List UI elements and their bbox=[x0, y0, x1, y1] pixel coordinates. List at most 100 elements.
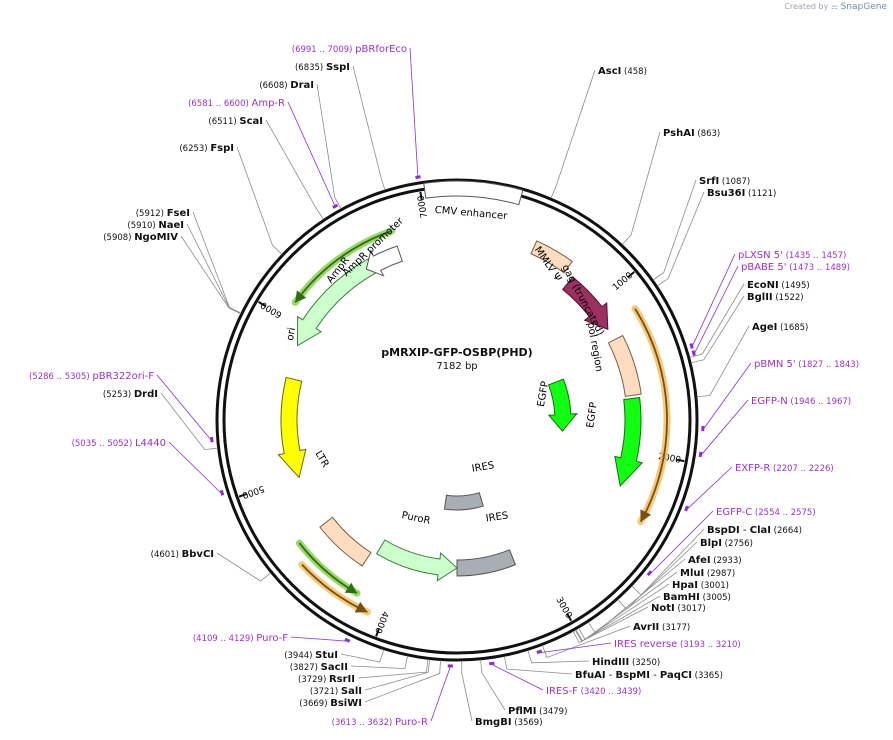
site-label: (6835) SspI bbox=[295, 62, 350, 73]
primer-range: (3613 .. 3632) bbox=[332, 718, 395, 728]
primer-label: EXFP-R (2207 .. 2226) bbox=[735, 463, 834, 474]
site-label: EcoNI (1495) bbox=[747, 280, 810, 291]
site-label: SrfI (1087) bbox=[699, 176, 750, 187]
site-name: MluI bbox=[680, 568, 704, 579]
primer-label: (6581 .. 6600) Amp-R bbox=[188, 98, 285, 109]
site-name: EcoNI bbox=[747, 280, 779, 291]
primer-label: EGFP-N (1946 .. 1967) bbox=[751, 396, 851, 407]
site-name: NotI bbox=[651, 603, 675, 614]
site-position: (6608) bbox=[259, 81, 290, 91]
ires-outer-label: IRES bbox=[485, 510, 509, 524]
site-separator: - bbox=[740, 525, 750, 536]
site-label: (5912) FseI bbox=[136, 208, 190, 219]
site-leader bbox=[316, 83, 342, 209]
orf-track-glow bbox=[298, 561, 371, 616]
primer-name: pLXSN 5' bbox=[738, 250, 783, 261]
site-position: (3827) bbox=[290, 663, 321, 673]
site-position: (6511) bbox=[208, 117, 239, 127]
site-position: (3479) bbox=[536, 707, 567, 717]
site-label: HpaI (3001) bbox=[672, 580, 729, 591]
site-name: AscI bbox=[598, 66, 621, 77]
orf-track-arrowhead bbox=[640, 509, 652, 522]
created-by-text: Created by bbox=[784, 2, 829, 11]
site-leader bbox=[352, 65, 386, 191]
site-position: (3721) bbox=[310, 687, 341, 697]
egfp-outer-label: EGFP bbox=[585, 402, 599, 429]
site-name: RsrII bbox=[329, 674, 355, 685]
primer-range: (2207 .. 2226) bbox=[770, 464, 833, 474]
site-label: BglII (1522) bbox=[747, 292, 804, 303]
site-leader bbox=[216, 552, 271, 582]
site-leader bbox=[160, 392, 218, 451]
primer-leader bbox=[701, 399, 749, 455]
primer-mark bbox=[684, 505, 689, 512]
site-label: (3669) BsiWI bbox=[299, 698, 362, 709]
site-leader bbox=[542, 625, 631, 659]
tick-mark bbox=[419, 191, 423, 200]
primer-label: (4109 .. 4129) Puro-F bbox=[193, 633, 288, 644]
site-name: BglII bbox=[747, 292, 773, 303]
primer-label: (5035 .. 5052) L4440 bbox=[72, 438, 166, 449]
site-leader bbox=[691, 295, 745, 364]
site-position: (1522) bbox=[773, 293, 804, 303]
site-leader bbox=[461, 660, 473, 722]
snapgene-brand-text: SnapGene bbox=[840, 2, 887, 12]
site-position: (3017) bbox=[675, 604, 706, 614]
site-position: (1121) bbox=[745, 189, 776, 199]
site-label: (6253) FspI bbox=[179, 143, 234, 154]
site-name: BspMI bbox=[616, 670, 650, 681]
site-position: (3669) bbox=[299, 699, 330, 709]
tick-mark bbox=[566, 613, 573, 622]
tick-label: 4000 bbox=[372, 610, 389, 635]
site-name: AgeI bbox=[752, 322, 777, 333]
site-label: AvrII (3177) bbox=[633, 622, 690, 633]
primer-mark bbox=[536, 649, 543, 655]
site-name: HpaI bbox=[672, 580, 698, 591]
site-label: (3944) StuI bbox=[284, 650, 338, 661]
site-name: SspI bbox=[326, 62, 350, 73]
tick-mark bbox=[375, 628, 380, 637]
cds-track-arrowhead bbox=[295, 290, 307, 303]
site-label: BamHI (3005) bbox=[663, 592, 731, 603]
site-name: BsiWI bbox=[330, 698, 362, 709]
primer-leader bbox=[168, 441, 222, 494]
site-label: AfeI (2933) bbox=[688, 555, 742, 566]
site-name: FseI bbox=[167, 208, 190, 219]
site-label: (3721) SalI bbox=[310, 686, 362, 697]
site-name: BbvCI bbox=[182, 549, 214, 560]
site-label: Bsu36I (1121) bbox=[707, 188, 776, 199]
site-label: (5908) NgoMIV bbox=[103, 232, 178, 243]
primer-range: (2554 .. 2575) bbox=[752, 508, 815, 518]
gag-arrow bbox=[562, 276, 609, 331]
site-position: (1685) bbox=[777, 323, 808, 333]
primer-name: pBR322ori-F bbox=[92, 371, 154, 382]
site-name: NgoMIV bbox=[134, 232, 178, 243]
plasmid-length: 7182 bp bbox=[436, 361, 477, 372]
site-position: (5910) bbox=[127, 221, 158, 231]
primer-label: IRES-F (3420 .. 3439) bbox=[546, 686, 641, 697]
primer-range: (1946 .. 1967) bbox=[788, 397, 851, 407]
site-leader bbox=[350, 655, 408, 670]
primer-leader bbox=[287, 101, 336, 206]
site-name: AfeI bbox=[688, 555, 711, 566]
site-name: BamHI bbox=[663, 592, 700, 603]
primer-leader bbox=[430, 666, 451, 722]
primer-name: IRES-F bbox=[546, 686, 578, 697]
puror-arrow bbox=[375, 539, 458, 582]
site-leader bbox=[574, 595, 661, 642]
primer-label: (6991 .. 7009) pBRforEco bbox=[292, 44, 407, 55]
primer-name: pBABE 5' bbox=[741, 262, 787, 273]
ires-inner-band bbox=[443, 492, 484, 511]
site-name: NaeI bbox=[158, 220, 184, 231]
primer-name: pBRforEco bbox=[355, 44, 407, 55]
primer-range: (1435 .. 1457) bbox=[783, 251, 846, 261]
site-label: NotI (3017) bbox=[651, 603, 706, 614]
site-position: (1495) bbox=[779, 281, 810, 291]
site-leader bbox=[340, 649, 385, 663]
site-position: (458) bbox=[621, 67, 647, 77]
site-label: (4601) BbvCI bbox=[151, 549, 214, 560]
primer-label: EGFP-C (2554 .. 2575) bbox=[716, 507, 816, 518]
mmlv-psi-band bbox=[530, 240, 573, 274]
primer-mark bbox=[689, 343, 694, 349]
egfp-arrow-outer bbox=[614, 397, 644, 487]
